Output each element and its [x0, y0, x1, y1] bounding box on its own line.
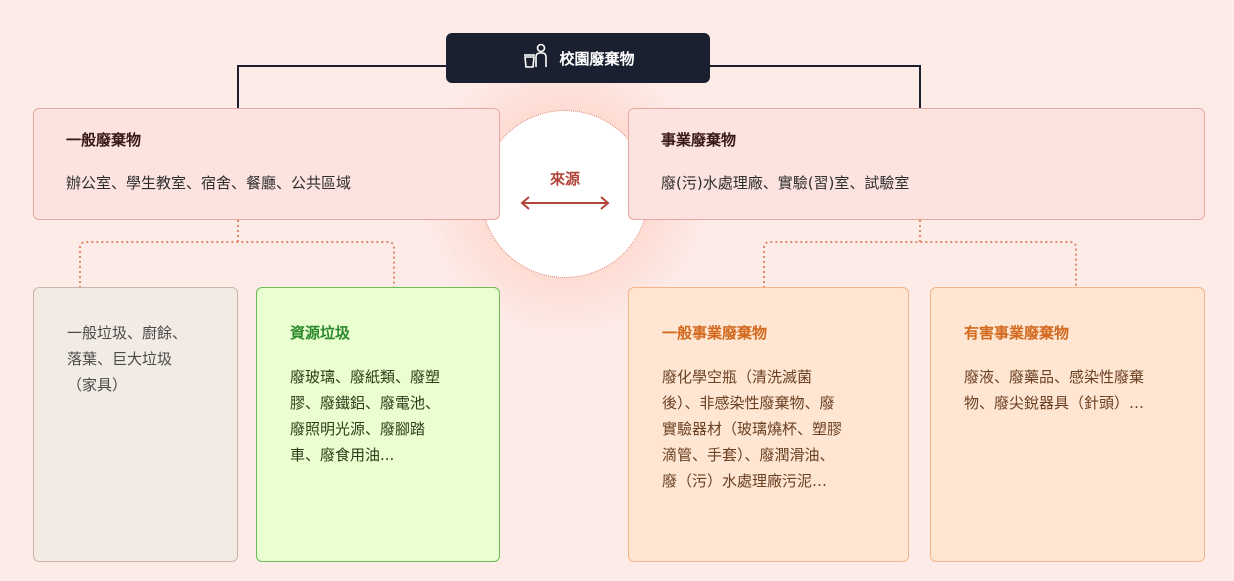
person-trash-icon	[521, 43, 551, 73]
category-desc: 廢(污)水處理廠、實驗(習)室、試驗室	[661, 174, 910, 192]
leaf-body: 廢玻璃、廢紙類、廢塑 膠、廢鐵鋁、廢電池、 廢照明光源、廢腳踏 車、廢食用油..…	[290, 368, 441, 464]
category-title: 一般廢棄物	[66, 131, 142, 149]
source-label: 來源	[520, 168, 610, 215]
leaf-body: 廢化學空瓶（清洗滅菌 後）、非感染性廢棄物、廢 實驗器材（玻璃燒杯、塑膠 滴管、…	[662, 368, 843, 490]
general-trash-box: 一般垃圾、廚餘、 落葉、巨大垃圾 （家具）	[33, 287, 238, 562]
connector-left	[237, 65, 446, 108]
page-title: 校園廢棄物	[559, 49, 635, 68]
recycle-box: 資源垃圾 廢玻璃、廢紙類、廢塑 膠、廢鐵鋁、廢電池、 廢照明光源、廢腳踏 車、廢…	[256, 287, 500, 562]
source-text: 來源	[549, 170, 580, 188]
connector-right-leaves	[763, 220, 1077, 288]
leaf-body: 廢液、廢藥品、感染性廢棄 物、廢尖銳器具（針頭）…	[964, 368, 1145, 412]
leaf-title: 一般事業廢棄物	[662, 324, 768, 342]
general-waste-category: 一般廢棄物 辦公室、學生教室、宿舍、餐廳、公共區域	[33, 108, 500, 220]
category-title: 事業廢棄物	[661, 131, 737, 149]
leaf-title: 有害事業廢棄物	[964, 324, 1070, 342]
connector-left-leaves	[79, 220, 395, 288]
leaf-body: 一般垃圾、廚餘、 落葉、巨大垃圾 （家具）	[67, 324, 188, 394]
category-desc: 辦公室、學生教室、宿舍、餐廳、公共區域	[66, 174, 352, 192]
general-industrial-box: 一般事業廢棄物 廢化學空瓶（清洗滅菌 後）、非感染性廢棄物、廢 實驗器材（玻璃燒…	[628, 287, 909, 562]
industrial-waste-category: 事業廢棄物 廢(污)水處理廠、實驗(習)室、試驗室	[628, 108, 1205, 220]
leaf-title: 資源垃圾	[290, 324, 351, 342]
connector-right	[710, 65, 921, 108]
hazardous-industrial-box: 有害事業廢棄物 廢液、廢藥品、感染性廢棄 物、廢尖銳器具（針頭）…	[930, 287, 1205, 562]
double-arrow-icon	[520, 196, 610, 210]
title-box: 校園廢棄物	[446, 33, 710, 83]
